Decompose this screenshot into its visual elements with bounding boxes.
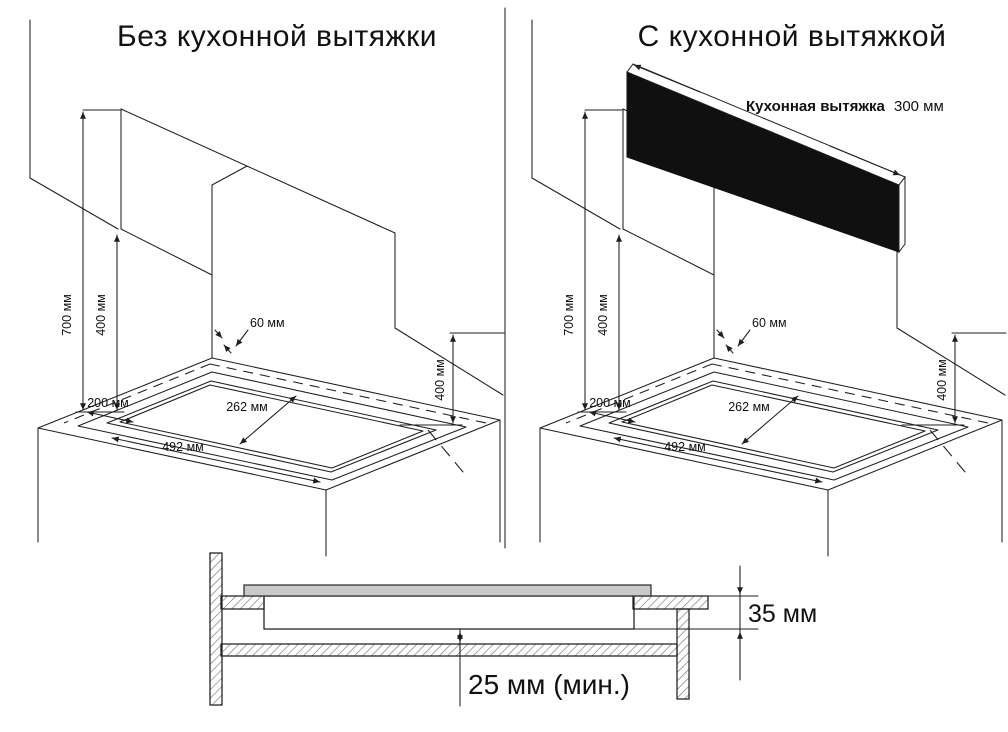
left-dim-label-492: 492 мм (162, 440, 204, 454)
left-panel-title: Без кухонной вытяжки (117, 20, 437, 53)
right-diagram: С кухонной вытяжкой Кухонная вытяжка 300… (532, 20, 1006, 556)
right-dim-label-200: 200 мм (589, 396, 631, 410)
section-hob-glass-top (243, 584, 652, 597)
section-countertop-left (220, 595, 265, 610)
right-dim-label-262: 262 мм (728, 400, 770, 414)
section-hob-body (263, 595, 635, 630)
kitchen-hood (626, 63, 906, 254)
section-wall-left (209, 552, 223, 706)
dim-label-25: 25 мм (мин.) (468, 669, 630, 700)
hood-dim-arrow-left (633, 64, 701, 93)
left-dim-label-700: 700 мм (60, 294, 74, 336)
left-dim-label-60: 60 мм (250, 316, 285, 330)
left-dim-label-200: 200 мм (87, 396, 129, 410)
right-diagram-labels: 700 мм 400 мм 60 мм 200 мм 262 мм 492 мм… (562, 294, 949, 454)
right-dim-label-700: 700 мм (562, 294, 576, 336)
left-dim-label-400: 400 мм (94, 294, 108, 336)
hood-end-face (898, 175, 906, 254)
left-diagram-geometry (30, 20, 504, 556)
hood-label-size: 300 мм (894, 98, 944, 115)
right-dim-label-wall-400: 400 мм (935, 359, 949, 401)
left-dim-label-262: 262 мм (226, 400, 268, 414)
section-lower-shelf (220, 643, 678, 657)
dim-label-35: 35 мм (748, 600, 817, 628)
section-support-post (676, 608, 690, 700)
hood-dim-arrow-right (829, 145, 901, 176)
left-dim-label-wall-400: 400 мм (433, 359, 447, 401)
left-diagram: Без кухонной вытяжки 700 мм 400 мм 60 мм… (30, 20, 504, 556)
right-dim-label-60: 60 мм (752, 316, 787, 330)
section-countertop-right (632, 595, 709, 610)
right-dim-label-492: 492 мм (664, 440, 706, 454)
right-panel-title: С кухонной вытяжкой (638, 20, 947, 53)
hood-label-name: Кухонная вытяжка (746, 98, 885, 115)
cross-section-diagram: 35 мм 25 мм (мин.) (209, 552, 817, 707)
right-dim-label-400: 400 мм (596, 294, 610, 336)
hood-label: Кухонная вытяжка 300 мм (746, 98, 944, 115)
